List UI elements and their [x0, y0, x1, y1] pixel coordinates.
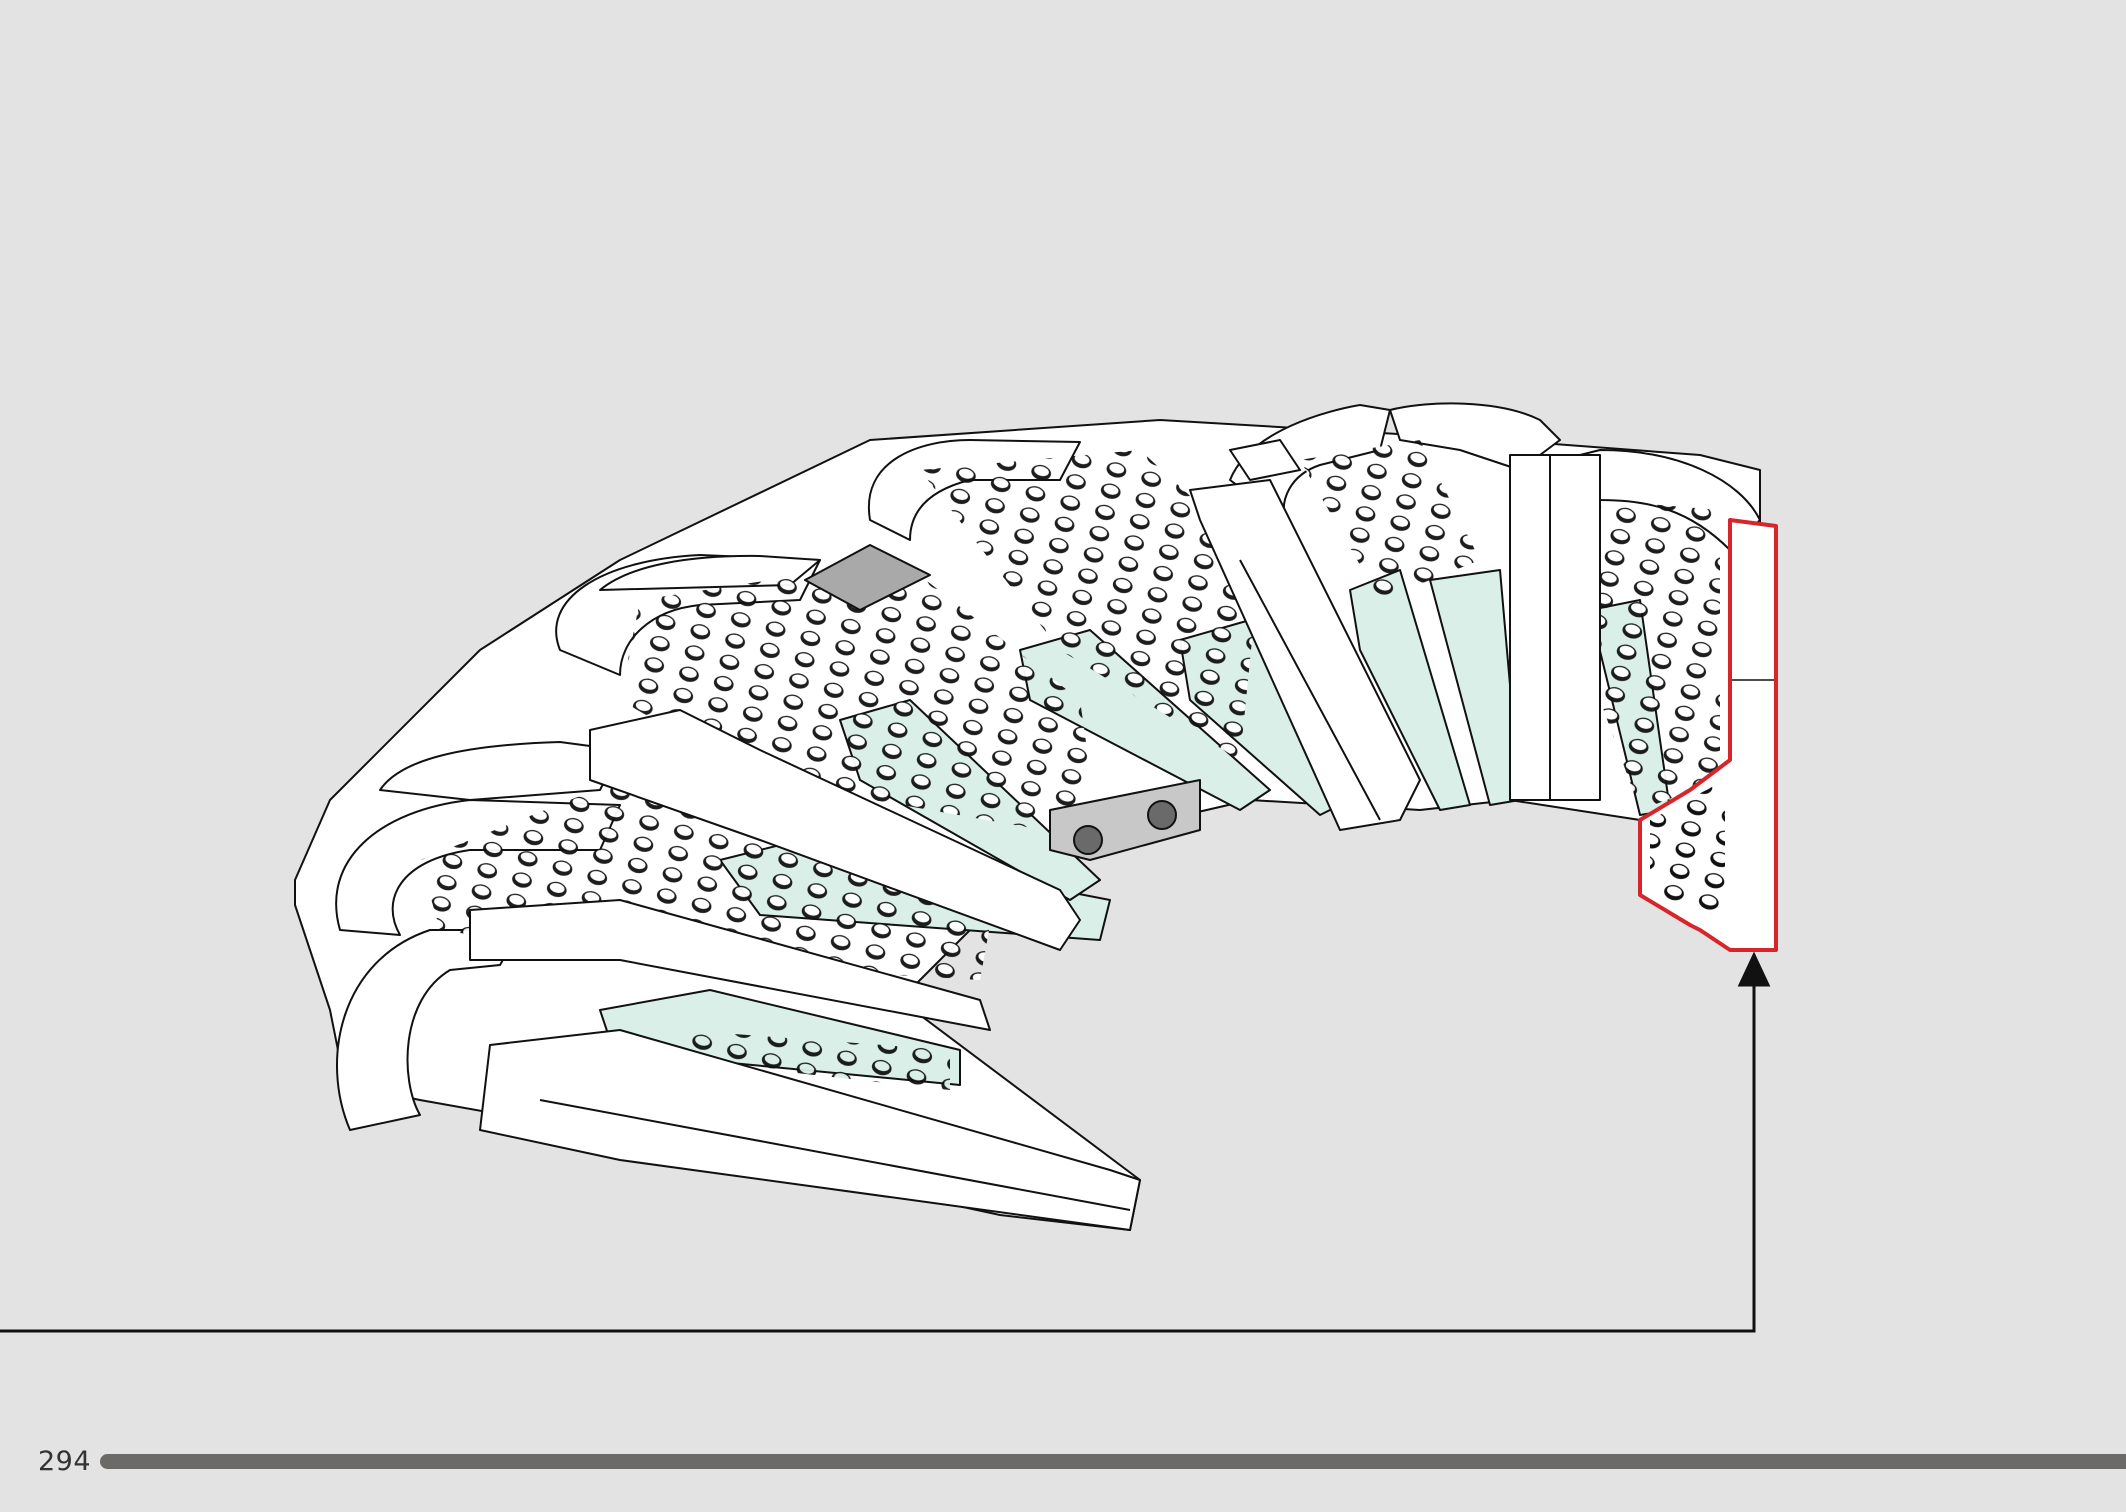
slope-long-3 [589, 709, 1081, 951]
stud-field-3 [920, 450, 1260, 760]
long-slopes [469, 439, 1601, 1231]
progress-bar [100, 1454, 2126, 1469]
arrow-head [1737, 951, 1771, 987]
stud-fields [420, 440, 1720, 1090]
gray-tile [804, 544, 931, 611]
slope-long-2 [469, 899, 991, 1031]
technic-hole-2 [1147, 800, 1177, 830]
tile-1x6-b [1549, 454, 1601, 801]
tile-1x2 [1229, 439, 1301, 481]
stud-field-2 [620, 560, 1100, 840]
stud-field-6 [680, 1030, 950, 1090]
new-part-studs [1650, 780, 1725, 920]
stud-field-4 [1300, 440, 1480, 600]
slope-long-1 [479, 1029, 1141, 1231]
technic-bricks [804, 544, 1201, 861]
placement-arrow [0, 951, 1771, 1333]
slope-long-4-edge [1239, 559, 1381, 821]
technic-hole-1 [1073, 825, 1103, 855]
highlighted-new-part [1638, 518, 1778, 952]
curved-wedge-plates [335, 402, 1761, 1131]
slope-long-1-edge [539, 1099, 1131, 1211]
stud-field-5 [1600, 500, 1720, 810]
page-number: 294 [38, 1446, 92, 1477]
slope-long-4 [1189, 479, 1421, 831]
leader-line [0, 980, 1756, 1333]
